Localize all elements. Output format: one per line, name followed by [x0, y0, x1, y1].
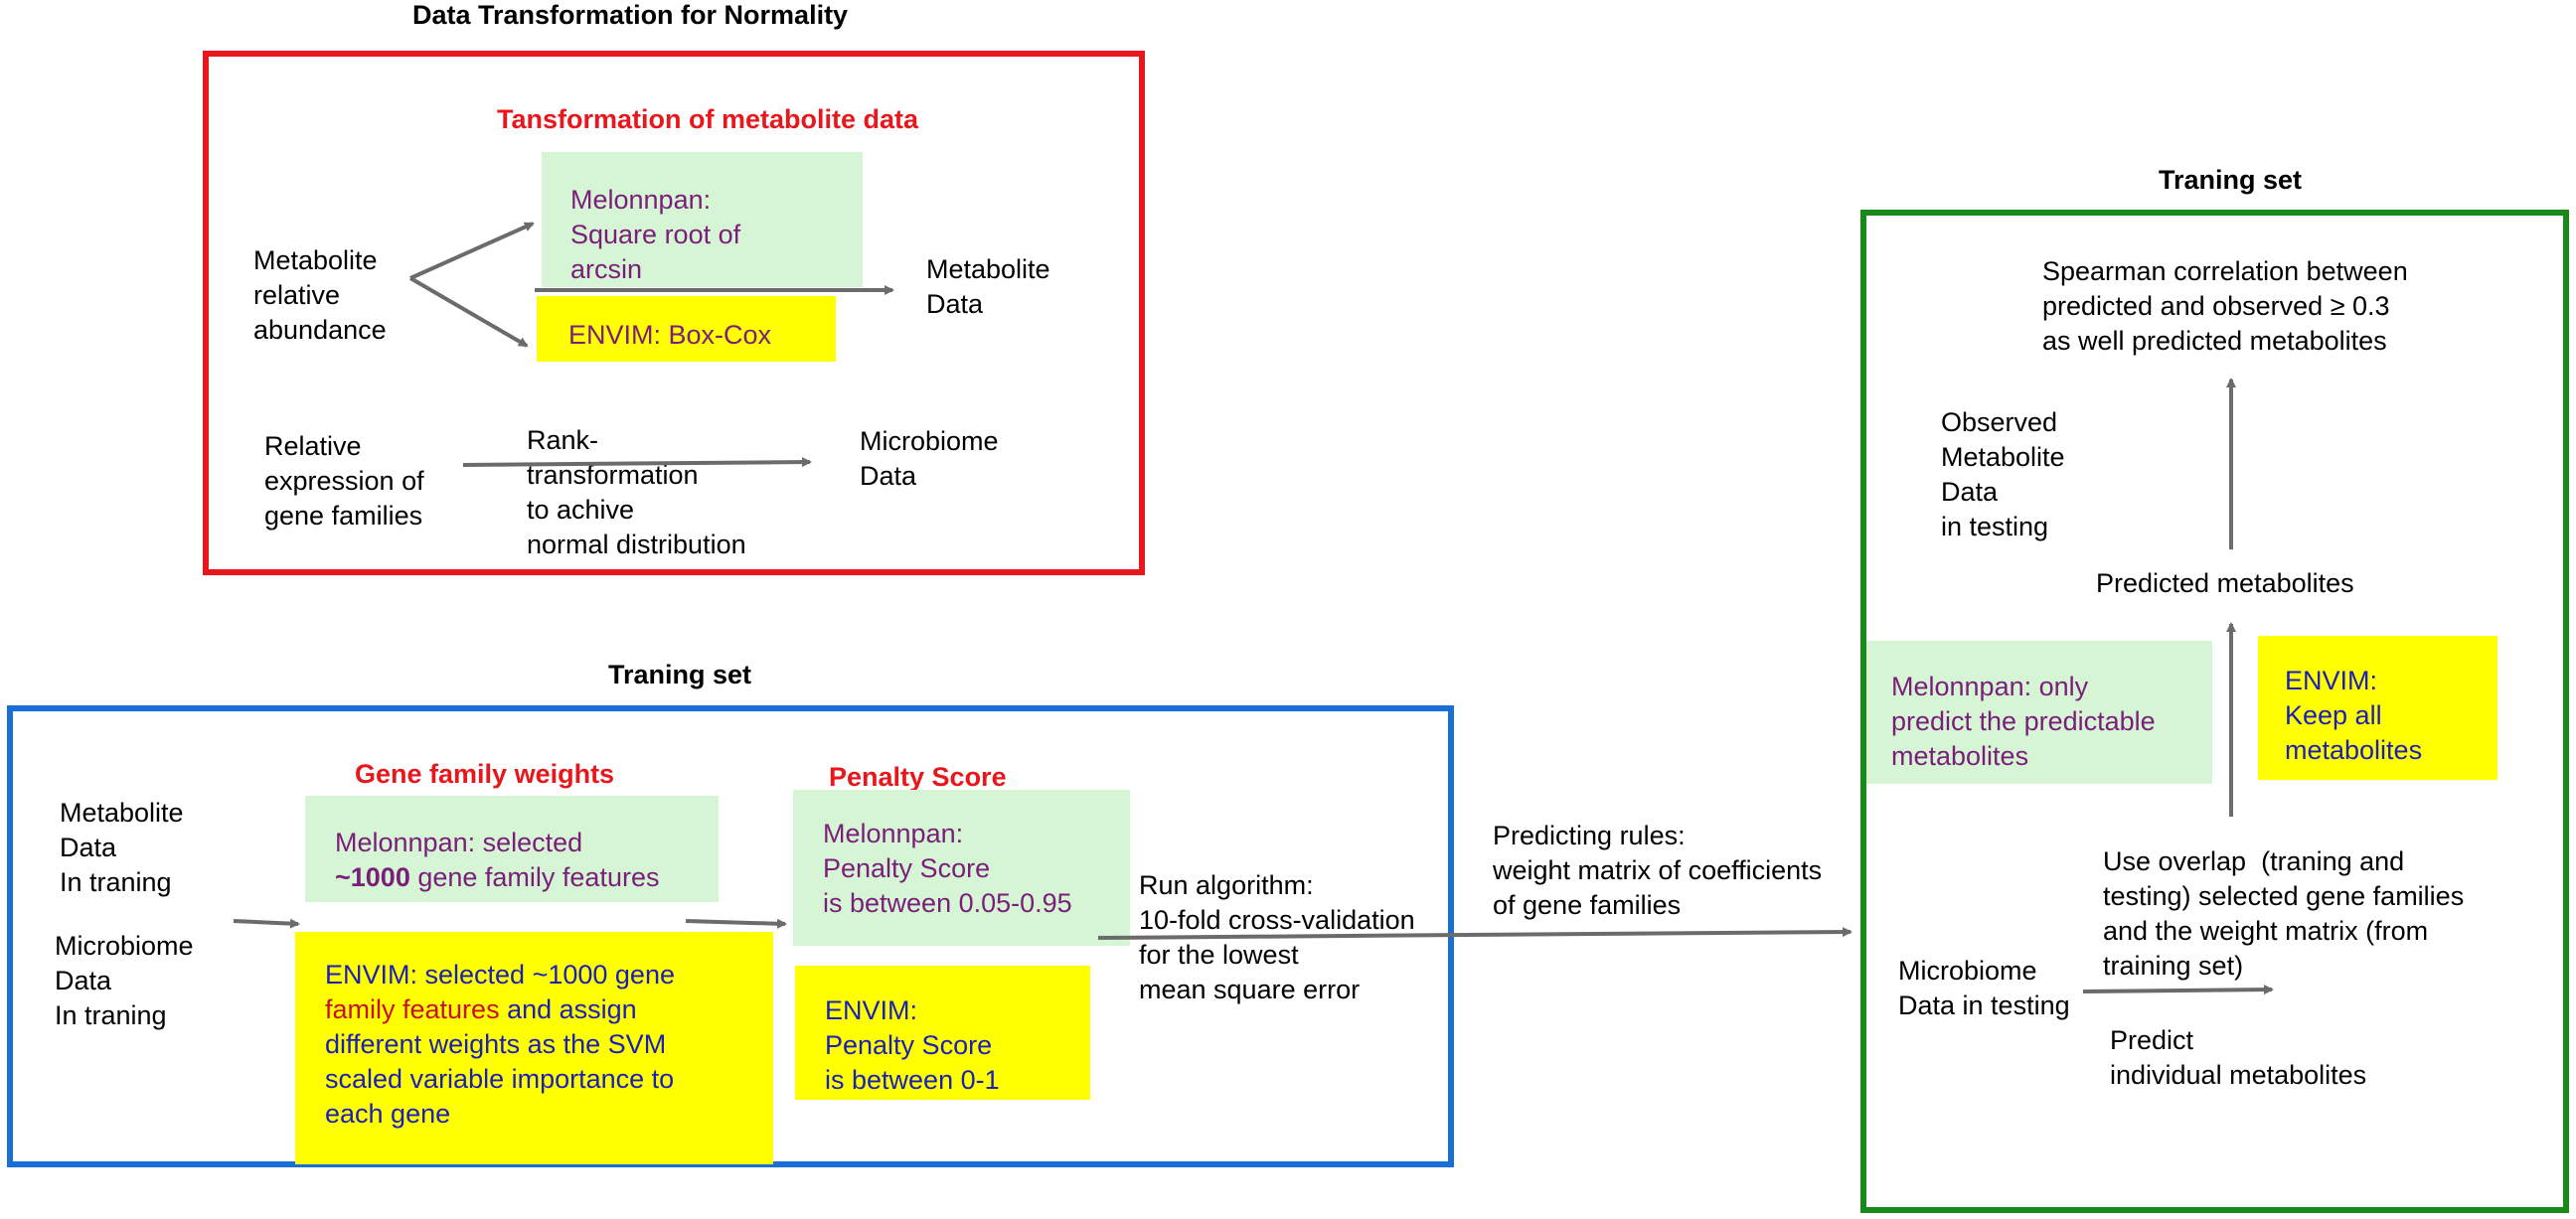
arrow-weights-to-penalty: [685, 918, 787, 929]
envim-weights-line1: ENVIM: selected ~1000 gene: [325, 960, 675, 990]
testing-title: Traning set: [2159, 165, 2303, 195]
melonnpan-weights-box: [305, 796, 719, 902]
envim-penalty-box: [795, 966, 1090, 1100]
arrow-microbiome-testing: [2082, 985, 2274, 995]
melonnpan-weights-line1: Melonnpan: selected: [335, 828, 583, 857]
melonnpan-transform-box: [542, 152, 863, 287]
penalty-score-title: Penalty Score: [829, 762, 1007, 792]
observed-metabolite-label: Observed Metabolite Data in testing: [1941, 407, 2065, 541]
gene-family-weights-title: Gene family weights: [355, 759, 615, 789]
envim-transform-text: ENVIM: Box-Cox: [568, 320, 772, 350]
microbiome-in-training-label: Microbiome Data In traning: [55, 931, 194, 1030]
melonnpan-only-box: [1866, 641, 2212, 784]
microbiome-testing-label: Microbiome Data in testing: [1898, 956, 2070, 1020]
melonnpan-weights-bold: ~1000: [335, 862, 410, 892]
testing-frame: [1860, 210, 2569, 1213]
run-algorithm-label: Run algorithm: 10-fold cross-validation …: [1139, 870, 1415, 1004]
envim-keep-text: ENVIM: Keep all metabolites: [2285, 666, 2423, 765]
normality-subtitle: Tansformation of metabolite data: [497, 104, 919, 134]
arrow-to-predicting-rules: [1097, 927, 1852, 940]
predicting-rules-label: Predicting rules: weight matrix of coeff…: [1493, 821, 1823, 920]
melonnpan-penalty-text: Melonnpan: Penalty Score is between 0.05…: [823, 819, 1072, 918]
envim-weights-text: ENVIM: selected ~1000 gene family featur…: [325, 958, 675, 1132]
metabolite-relative-abundance-label: Metabolite relative abundance: [253, 245, 387, 345]
arrow-rank-transform: [462, 457, 812, 468]
predict-individual-label: Predict individual metabolites: [2110, 1025, 2367, 1090]
use-overlap-label: Use overlap (traning and testing) select…: [2103, 846, 2465, 981]
envim-weights-rest: different weights as the SVM scaled vari…: [325, 1029, 675, 1129]
melonnpan-penalty-box: [793, 790, 1130, 946]
spearman-label: Spearman correlation between predicted a…: [2042, 256, 2408, 356]
envim-weights-family-features: family features: [325, 994, 500, 1024]
normality-frame: [203, 51, 1145, 575]
microbiome-data-label: Microbiome Data: [860, 426, 999, 491]
envim-keep-box: [2258, 636, 2497, 780]
metabolite-in-training-label: Metabolite Data In traning: [60, 798, 184, 897]
arrow-training-input: [233, 918, 300, 929]
relative-expression-label: Relative expression of gene families: [264, 431, 424, 531]
envim-weights-box: [295, 932, 773, 1164]
envim-transform-box: [537, 296, 836, 362]
arrow-to-envim: [408, 276, 529, 348]
normality-title: Data Transformation for Normality: [412, 0, 849, 30]
melonnpan-weights-text: Melonnpan: selected ~1000 gene family fe…: [335, 826, 659, 895]
predicted-metabolites-label: Predicted metabolites: [2096, 568, 2354, 598]
arrow-to-melonnpan: [409, 222, 535, 280]
training-title: Traning set: [608, 660, 752, 689]
metabolite-data-label: Metabolite Data: [926, 254, 1050, 319]
envim-penalty-text: ENVIM: Penalty Score is between 0-1: [825, 995, 1000, 1095]
melonnpan-transform-text: Melonnpan: Square root of arcsin: [570, 185, 741, 284]
melonnpan-weights-rest: gene family features: [409, 862, 660, 892]
envim-weights-assign: and assign: [499, 994, 637, 1024]
melonnpan-only-text: Melonnpan: only predict the predictable …: [1891, 672, 2156, 771]
